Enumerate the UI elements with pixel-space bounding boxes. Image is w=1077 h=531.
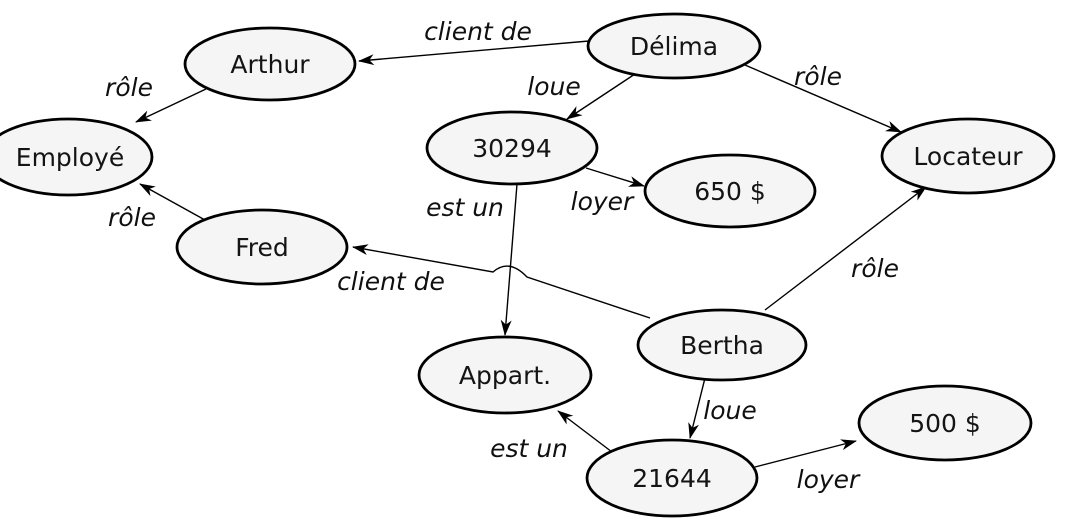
- node-arthur-shape: [183, 26, 357, 102]
- node-delima: Délima: [586, 12, 762, 80]
- node-500-shape: [857, 384, 1033, 462]
- node-650-label: 650 $: [694, 177, 766, 206]
- edges-layer: [135, 40, 927, 468]
- edge-bertha-locateur: [764, 186, 927, 311]
- edge-label-30294-650: loyer: [571, 187, 635, 216]
- node-employe: Employé: [0, 117, 154, 197]
- edge-labels-layer: client de loue rôle rôle loyer est un rô…: [105, 17, 899, 494]
- edge-label-delima-30294: loue: [527, 72, 580, 101]
- node-delima-label: Délima: [630, 32, 718, 61]
- edge-label-bertha-fred: client de: [337, 267, 445, 296]
- edge-30294-650: [585, 167, 645, 187]
- node-30294-shape: [425, 110, 599, 186]
- edge-21644-500: [754, 439, 857, 468]
- edge-label-delima-arthur: client de: [424, 17, 532, 46]
- node-locateur-label: Locateur: [913, 142, 1023, 171]
- node-30294-label: 30294: [472, 134, 552, 163]
- node-employe-shape: [0, 117, 154, 197]
- edge-label-bertha-21644: loue: [703, 396, 756, 425]
- node-bertha-label: Bertha: [680, 331, 764, 360]
- edge-delima-arthur: [358, 40, 590, 66]
- edge-fred-employe: [139, 183, 206, 221]
- node-locateur: Locateur: [880, 117, 1056, 195]
- node-arthur: Arthur: [183, 26, 357, 102]
- node-fred-shape: [175, 208, 349, 286]
- edge-delima-locateur: [744, 64, 902, 133]
- node-bertha: Bertha: [636, 308, 808, 382]
- edge-label-30294-appart: est un: [426, 193, 504, 222]
- node-21644-label: 21644: [632, 464, 712, 493]
- node-500-label: 500 $: [909, 409, 981, 438]
- node-arthur-label: Arthur: [230, 50, 310, 79]
- edge-label-arthur-employe: rôle: [105, 73, 153, 102]
- node-500: 500 $: [857, 384, 1033, 462]
- node-locateur-shape: [880, 117, 1056, 195]
- edge-delima-30294: [566, 73, 636, 120]
- node-bertha-shape: [636, 308, 808, 382]
- edge-label-21644-500: loyer: [797, 465, 861, 494]
- edge-label-21644-appart: est un: [490, 434, 568, 463]
- edge-label-bertha-locateur: rôle: [851, 254, 899, 283]
- node-fred: Fred: [175, 208, 349, 286]
- node-employe-label: Employé: [16, 143, 124, 172]
- node-650-shape: [643, 153, 817, 229]
- edge-label-delima-locateur: rôle: [794, 62, 842, 91]
- edge-bertha-fred: [352, 244, 651, 319]
- edge-label-fred-employe: rôle: [108, 203, 156, 232]
- nodes-layer: Arthur Délima Employé 30294 650 $ Locate…: [0, 12, 1056, 518]
- edge-21644-appart: [557, 410, 613, 453]
- node-21644: 21644: [585, 438, 759, 518]
- node-30294: 30294: [425, 110, 599, 186]
- node-21644-shape: [585, 438, 759, 518]
- node-appart-label: Appart.: [459, 361, 551, 390]
- node-appart: Appart.: [417, 335, 593, 415]
- node-650: 650 $: [643, 153, 817, 229]
- node-appart-shape: [417, 335, 593, 415]
- node-fred-label: Fred: [235, 233, 289, 262]
- node-delima-shape: [586, 12, 762, 80]
- edge-bertha-21644: [688, 377, 706, 439]
- edge-arthur-employe: [135, 88, 207, 123]
- edge-30294-appart: [500, 183, 518, 336]
